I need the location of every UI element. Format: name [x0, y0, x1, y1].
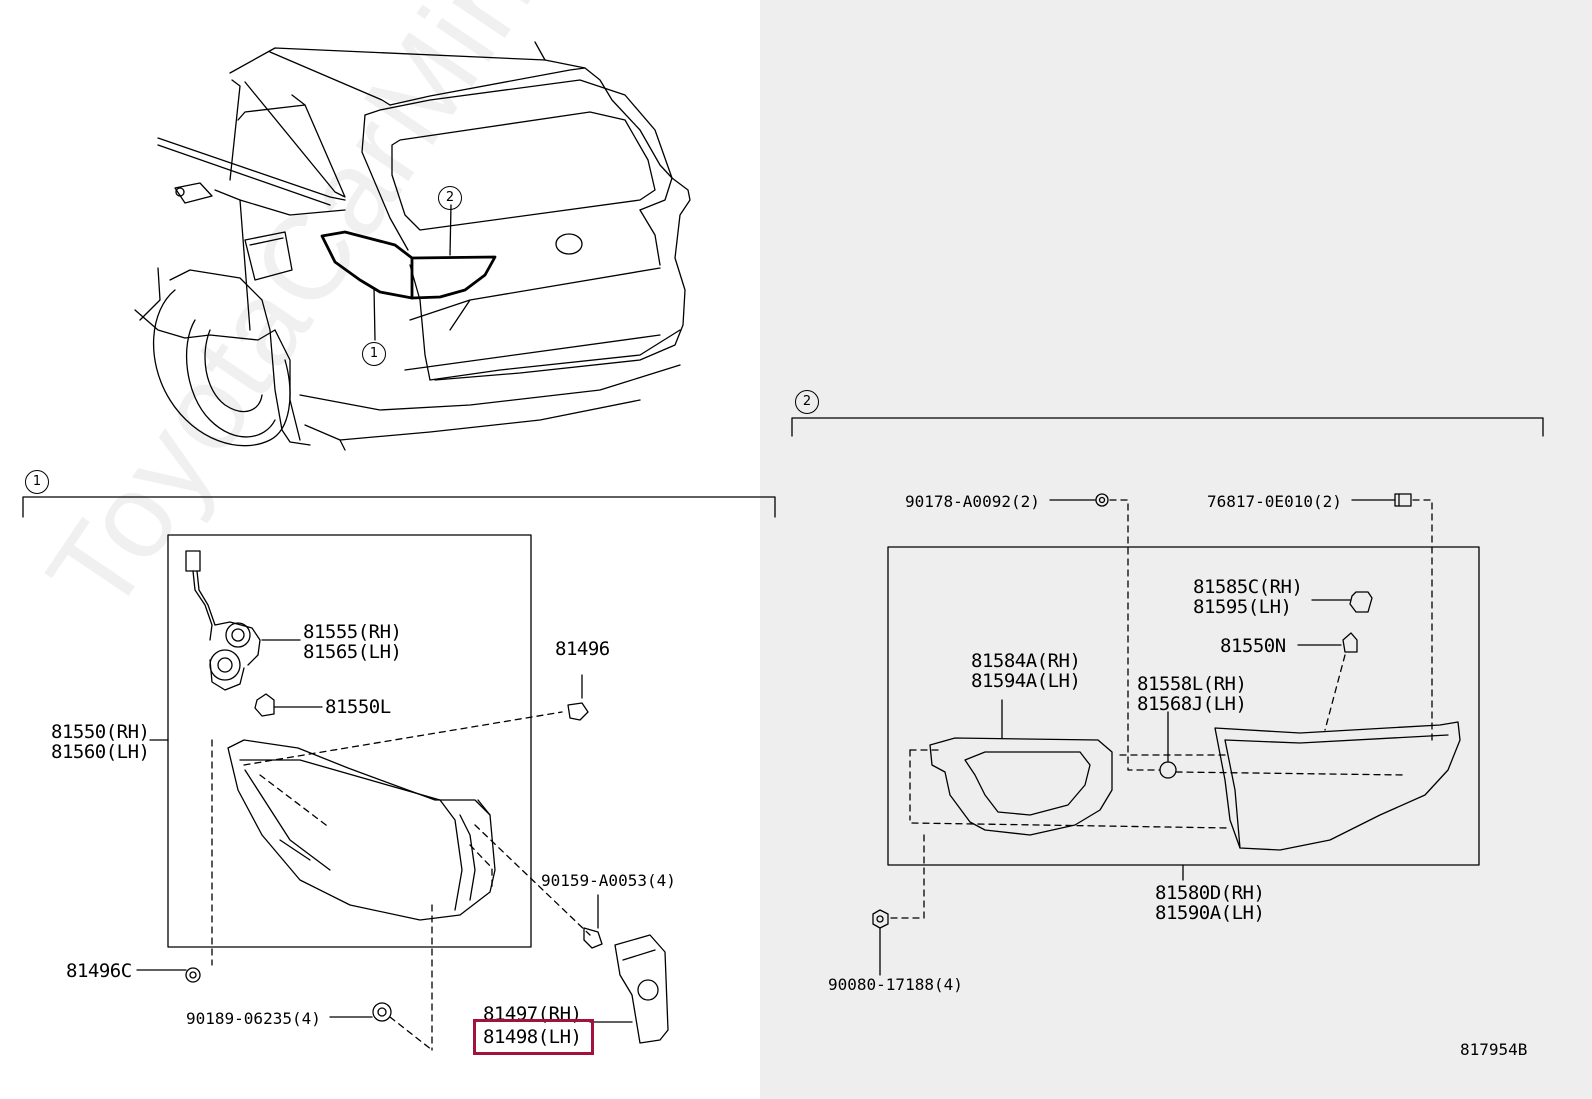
label-socket2-rh: 81585C(RH) [1193, 576, 1303, 598]
cover-drawing [589, 934, 669, 1044]
assembly-lines-right [889, 499, 1433, 919]
label-nut2: 90080-17188(4) [828, 975, 963, 994]
label-washer: 90189-06235(4) [186, 1009, 321, 1028]
label-lamp2-rh: 81580D(RH) [1155, 882, 1265, 904]
lamp-81580d-drawing [1214, 721, 1461, 851]
section-1-bracket [22, 496, 776, 518]
label-cushion-lh: 81568J(LH) [1137, 693, 1247, 715]
label-gasket-rh: 81584A(RH) [971, 650, 1081, 672]
left-panel [0, 0, 760, 1099]
callout-2-vehicle: 2 [438, 186, 462, 210]
bulb-81550n-drawing [1297, 632, 1358, 653]
assembly-lines-left [211, 711, 591, 1051]
label-cushion-rh: 81558L(RH) [1137, 673, 1247, 695]
nut-90159-drawing [583, 894, 603, 949]
label-gasket-lh: 81594A(LH) [971, 670, 1081, 692]
vehicle-illustration [134, 41, 691, 451]
label-socket-lh: 81565(LH) [303, 641, 402, 663]
label-clip-c: 81496C [66, 960, 132, 982]
washer-drawing [329, 1002, 392, 1022]
left-assembly-frame [167, 534, 532, 948]
callout-1-leader [373, 287, 376, 341]
figure-code: 817954B [1460, 1040, 1528, 1059]
screw-76817-drawing [1351, 493, 1412, 507]
label-socket-rh: 81555(RH) [303, 621, 402, 643]
gasket-drawing [929, 699, 1113, 836]
clip-81496-drawing [567, 674, 589, 721]
section-2-bracket [791, 417, 1544, 437]
label-clip: 81496 [555, 638, 610, 660]
label-screw2: 76817-0E010(2) [1207, 492, 1342, 511]
socket-81585c-drawing [1311, 591, 1373, 613]
nut-90080-drawing [872, 909, 889, 976]
callout-1-vehicle: 1 [362, 342, 386, 366]
callout-2-leader [449, 204, 452, 256]
cushion-drawing [1159, 711, 1177, 779]
label-bulb: 81550L [325, 696, 391, 718]
label-lamp-lh: 81560(LH) [51, 741, 150, 763]
socket-assembly-drawing [185, 550, 301, 691]
label-lamp2-lh: 81590A(LH) [1155, 902, 1265, 924]
selected-part-highlight [473, 1019, 594, 1055]
label-screw1: 90178-A0092(2) [905, 492, 1040, 511]
screw-90178-drawing [1049, 493, 1109, 507]
label-cover-lh[interactable]: 81498(LH) [483, 1026, 582, 1048]
clip-81496c-drawing [136, 967, 201, 983]
right-panel [760, 0, 1592, 1099]
label-bulb2: 81550N [1220, 635, 1286, 657]
callout-2-section: 2 [795, 390, 819, 414]
lamp-outline-on-vehicle [320, 230, 497, 300]
callout-1-section: 1 [25, 470, 49, 494]
label-lamp-rh: 81550(RH) [51, 721, 150, 743]
label-nut: 90159-A0053(4) [541, 871, 676, 890]
lamp-81550-drawing [227, 739, 496, 921]
label-socket2-lh: 81595(LH) [1193, 596, 1292, 618]
bulb-drawing [254, 693, 323, 717]
